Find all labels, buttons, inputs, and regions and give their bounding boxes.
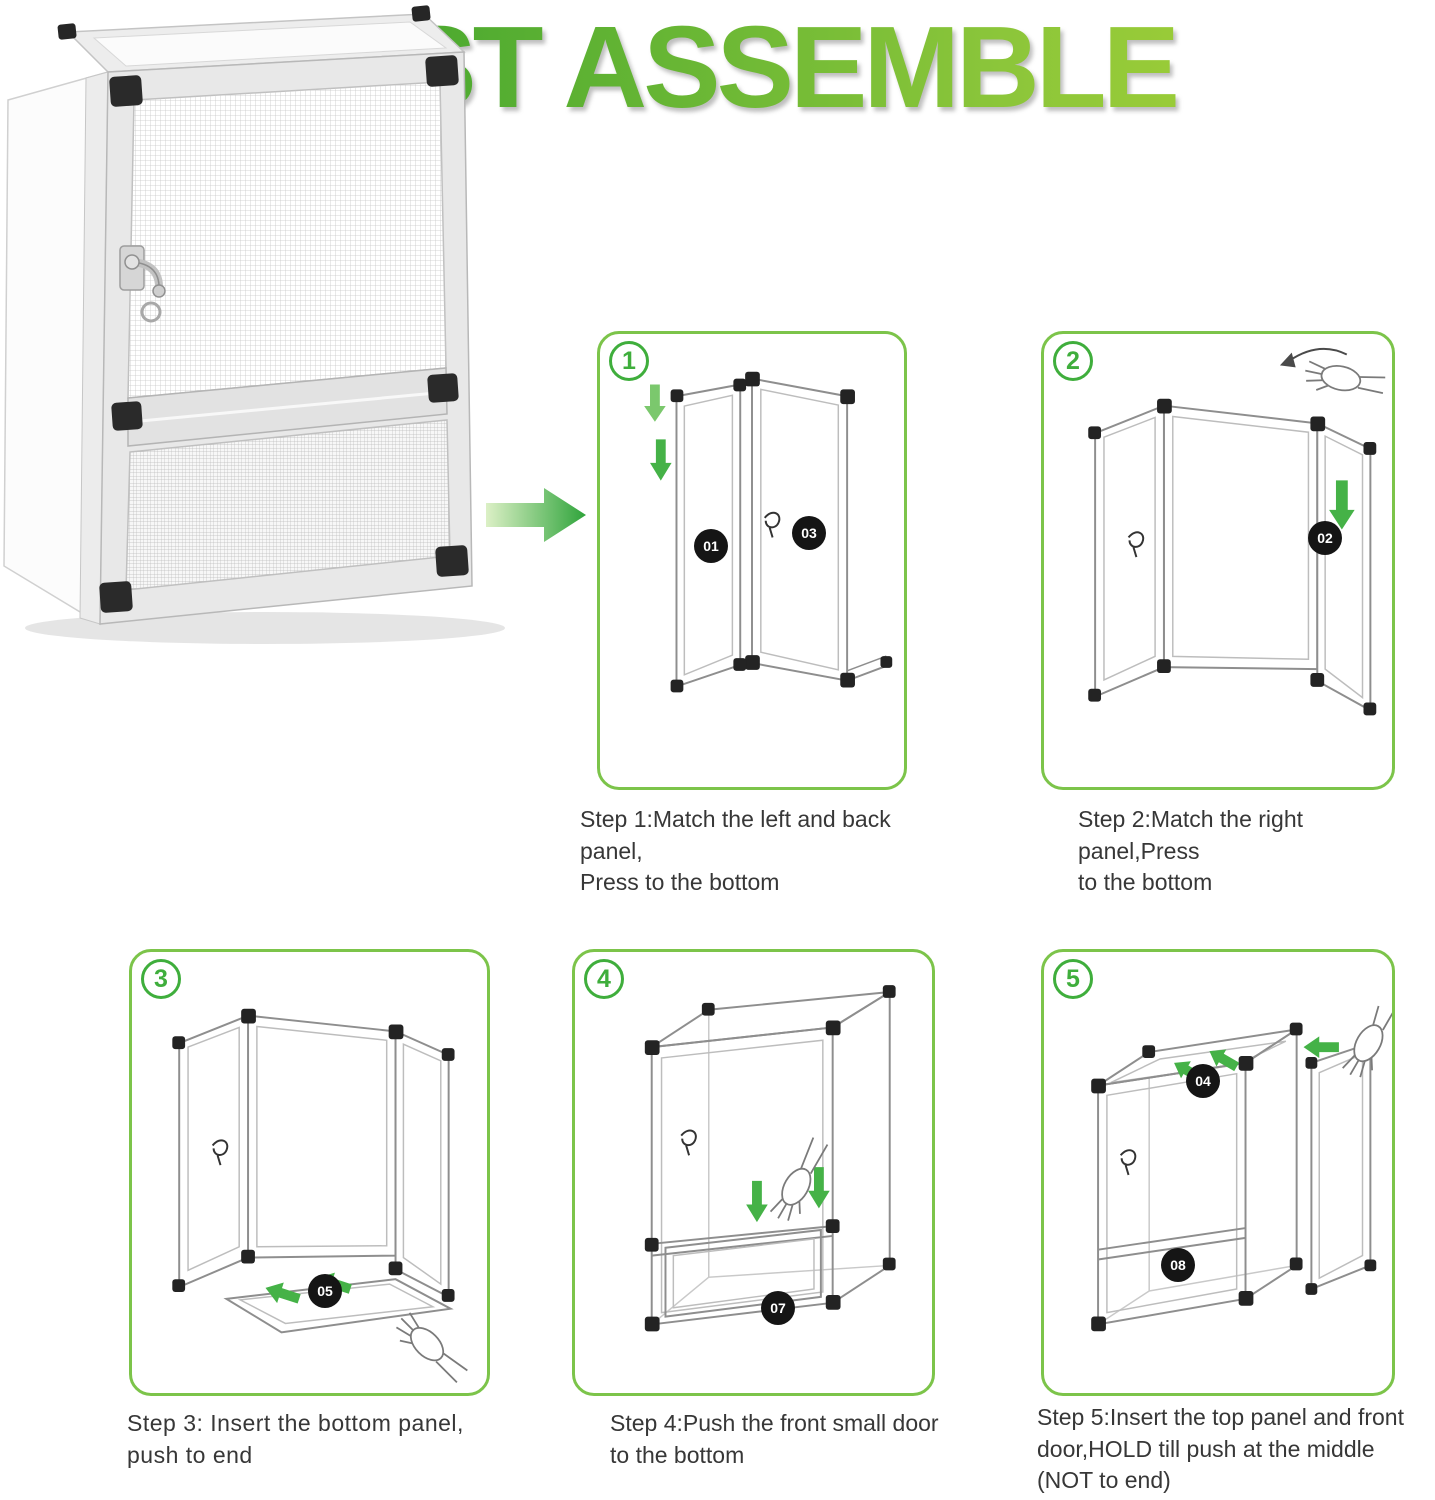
hand-icon	[1342, 1005, 1392, 1078]
part-badge: 07	[761, 1291, 795, 1325]
step-2-art	[1088, 347, 1386, 716]
step-2-panel: 2	[1041, 331, 1395, 790]
part-badge: 08	[1161, 1248, 1195, 1282]
part-badge: 02	[1308, 521, 1342, 555]
step-4-art	[644, 985, 896, 1332]
step-3-panel: 3	[129, 949, 490, 1396]
step-5-caption: Step 5:Insert the top panel and front do…	[1037, 1404, 1404, 1494]
step-4-number: 4	[584, 959, 624, 999]
hand-icon	[769, 1137, 829, 1221]
step-2-caption: Step 2:Match the right panel,Press to th…	[1078, 806, 1304, 896]
hook-icon	[1127, 531, 1145, 558]
hook-icon	[680, 1129, 697, 1156]
hand-icon	[1305, 360, 1386, 394]
step-2-number: 2	[1053, 341, 1093, 381]
down-arrow-icon	[1329, 480, 1355, 530]
step-5-number: 5	[1053, 959, 1093, 999]
hook-icon	[763, 511, 781, 538]
latch-icon	[119, 245, 166, 323]
down-arrows-icon	[746, 1167, 830, 1223]
step-3-art	[172, 1008, 468, 1383]
hook-icon	[1119, 1149, 1137, 1176]
step-1-number: 1	[609, 341, 649, 381]
rotate-arrow-icon	[1289, 347, 1348, 362]
step-4-caption: Step 4:Push the front small door to the …	[610, 1410, 939, 1468]
hook-icon	[211, 1139, 229, 1166]
step-3-number: 3	[141, 959, 181, 999]
step-5-panel: 5	[1041, 949, 1395, 1396]
part-badge: 01	[694, 529, 728, 563]
product-photo	[0, 0, 520, 655]
part-badge: 03	[792, 516, 826, 550]
step-5-art	[1091, 1005, 1392, 1332]
cage-illustration	[3, 5, 505, 644]
part-badge: 04	[1186, 1064, 1220, 1098]
step-1-art	[644, 371, 893, 693]
arrow-right-icon	[486, 488, 586, 542]
step-1-caption: Step 1:Match the left and back panel, Pr…	[580, 806, 891, 896]
step-1-panel: 1	[597, 331, 907, 790]
part-badge: 05	[308, 1274, 342, 1308]
hand-icon	[395, 1312, 468, 1383]
step-3-caption: Step 3: Insert the bottom panel, push to…	[127, 1410, 464, 1468]
step-4-panel: 4	[572, 949, 935, 1396]
down-arrows-icon	[644, 384, 672, 481]
front-door-panel	[1310, 1041, 1372, 1291]
